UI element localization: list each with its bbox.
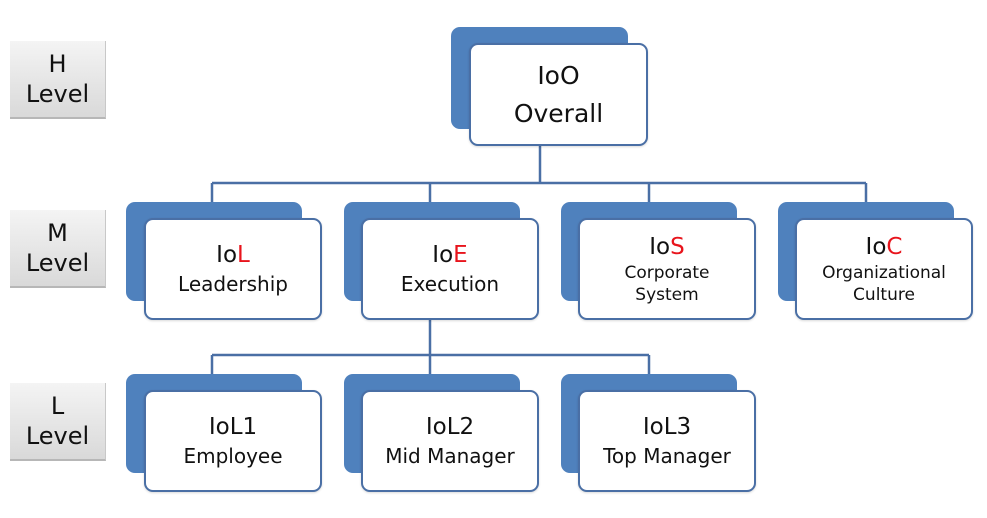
node-iol: IoL Leadership xyxy=(144,218,322,320)
node-ioe: IoE Execution xyxy=(361,218,539,320)
level-h-word: Level xyxy=(25,80,90,108)
level-m-word: Level xyxy=(25,249,90,277)
node-ios-label-line2: System xyxy=(635,285,699,305)
node-ioc-label-line2: Culture xyxy=(853,285,915,305)
node-ioo: IoO Overall xyxy=(469,43,648,146)
node-iol2: IoL2 Mid Manager xyxy=(361,390,539,492)
node-ioe-label: Execution xyxy=(400,272,500,296)
node-iol3: IoL3 Top Manager xyxy=(578,390,756,492)
node-iol1: IoL1 Employee xyxy=(144,390,322,492)
level-l-letter: L xyxy=(50,392,65,420)
node-iol1-label: Employee xyxy=(183,444,283,468)
level-m-label: M Level xyxy=(10,210,106,288)
node-ioc-code: IoC xyxy=(865,234,903,260)
node-iol2-label: Mid Manager xyxy=(385,444,515,468)
node-ioc-label-line1: Organizational xyxy=(822,263,946,283)
node-ioo-label: Overall xyxy=(513,98,604,128)
level-l-label: L Level xyxy=(10,383,106,461)
node-iol-label: Leadership xyxy=(178,272,288,296)
node-iol3-label: Top Manager xyxy=(603,444,731,468)
node-ioo-code: IoO xyxy=(537,60,580,90)
level-h-letter: H xyxy=(48,50,67,78)
node-iol3-code: IoL3 xyxy=(642,414,692,440)
node-ioe-code: IoE xyxy=(432,242,468,268)
level-l-word: Level xyxy=(25,422,90,450)
node-iol2-code: IoL2 xyxy=(425,414,475,440)
node-iol-code: IoL xyxy=(216,242,250,268)
node-ioc: IoC Organizational Culture xyxy=(795,218,973,320)
node-ios-label-line1: Corporate xyxy=(624,263,710,283)
node-ios-code: IoS xyxy=(649,234,685,260)
node-ios: IoS Corporate System xyxy=(578,218,756,320)
level-h-label: H Level xyxy=(10,41,106,119)
level-m-letter: M xyxy=(47,219,68,247)
node-iol1-code: IoL1 xyxy=(208,414,258,440)
